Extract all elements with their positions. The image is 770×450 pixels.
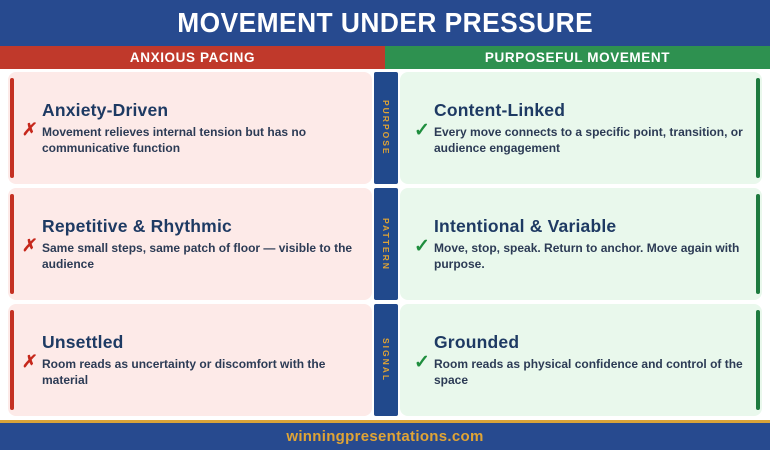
card-heading: Repetitive & Rhythmic	[42, 215, 232, 236]
footer-bar: winningpresentations.com	[0, 420, 770, 450]
card-content: ✗ Anxiety-Driven Movement relieves inter…	[8, 100, 372, 156]
card-body: Every move connects to a specific point,…	[434, 124, 743, 155]
comparison-row-pattern: ✗ Repetitive & Rhythmic Same small steps…	[8, 188, 762, 300]
purposeful-card-pattern: ✓ Intentional & Variable Move, stop, spe…	[400, 188, 762, 300]
card-content: ✗ Repetitive & Rhythmic Same small steps…	[8, 216, 372, 272]
page-title: MOVEMENT UNDER PRESSURE	[177, 7, 593, 38]
card-heading: Grounded	[434, 331, 520, 352]
row-label-text: PATTERN	[381, 217, 391, 271]
card-body: Same small steps, same patch of floor — …	[42, 240, 353, 271]
card-heading: Content-Linked	[434, 99, 566, 120]
red-accent-bar	[10, 194, 14, 294]
card-text: Content-Linked Every move connects to a …	[434, 100, 752, 156]
card-body: Room reads as physical confidence and co…	[434, 356, 743, 387]
card-content: ✓ Grounded Room reads as physical confid…	[400, 332, 762, 388]
card-body: Room reads as uncertainty or discomfort …	[42, 356, 326, 387]
green-accent-bar	[756, 310, 760, 410]
card-heading: Intentional & Variable	[434, 215, 617, 236]
card-text: Repetitive & Rhythmic Same small steps, …	[42, 216, 362, 272]
purposeful-card-purpose: ✓ Content-Linked Every move connects to …	[400, 72, 762, 184]
card-body: Move, stop, speak. Return to anchor. Mov…	[434, 240, 740, 271]
comparison-row-purpose: ✗ Anxiety-Driven Movement relieves inter…	[8, 72, 762, 184]
anxious-card-purpose: ✗ Anxiety-Driven Movement relieves inter…	[8, 72, 372, 184]
row-label-signal: SIGNAL	[374, 304, 398, 416]
green-accent-bar	[756, 194, 760, 294]
card-text: Intentional & Variable Move, stop, speak…	[434, 216, 752, 272]
column-header-purposeful-movement: PURPOSEFUL MOVEMENT	[385, 46, 770, 69]
card-content: ✓ Intentional & Variable Move, stop, spe…	[400, 216, 762, 272]
purposeful-card-signal: ✓ Grounded Room reads as physical confid…	[400, 304, 762, 416]
row-label-pattern: PATTERN	[374, 188, 398, 300]
check-icon: ✓	[414, 235, 430, 257]
card-body: Movement relieves internal tension but h…	[42, 124, 307, 155]
red-accent-bar	[10, 78, 14, 178]
check-icon: ✓	[414, 119, 430, 141]
column-headers: ANXIOUS PACING PURPOSEFUL MOVEMENT	[0, 46, 770, 69]
column-header-anxious-pacing: ANXIOUS PACING	[0, 46, 385, 69]
row-label-purpose: PURPOSE	[374, 72, 398, 184]
comparison-grid: ✗ Anxiety-Driven Movement relieves inter…	[0, 69, 770, 420]
card-heading: Unsettled	[42, 331, 124, 352]
red-accent-bar	[10, 310, 14, 410]
check-icon: ✓	[414, 351, 430, 373]
card-content: ✗ Unsettled Room reads as uncertainty or…	[8, 332, 372, 388]
website-text: winningpresentations.com	[286, 428, 484, 445]
row-label-text: PURPOSE	[381, 100, 391, 156]
green-accent-bar	[756, 78, 760, 178]
card-text: Anxiety-Driven Movement relieves interna…	[42, 100, 362, 156]
card-text: Unsettled Room reads as uncertainty or d…	[42, 332, 362, 388]
comparison-row-signal: ✗ Unsettled Room reads as uncertainty or…	[8, 304, 762, 416]
row-label-text: SIGNAL	[381, 337, 391, 383]
card-text: Grounded Room reads as physical confiden…	[434, 332, 752, 388]
anxious-card-signal: ✗ Unsettled Room reads as uncertainty or…	[8, 304, 372, 416]
anxious-card-pattern: ✗ Repetitive & Rhythmic Same small steps…	[8, 188, 372, 300]
title-bar: MOVEMENT UNDER PRESSURE	[0, 0, 770, 46]
card-heading: Anxiety-Driven	[42, 99, 169, 120]
card-content: ✓ Content-Linked Every move connects to …	[400, 100, 762, 156]
